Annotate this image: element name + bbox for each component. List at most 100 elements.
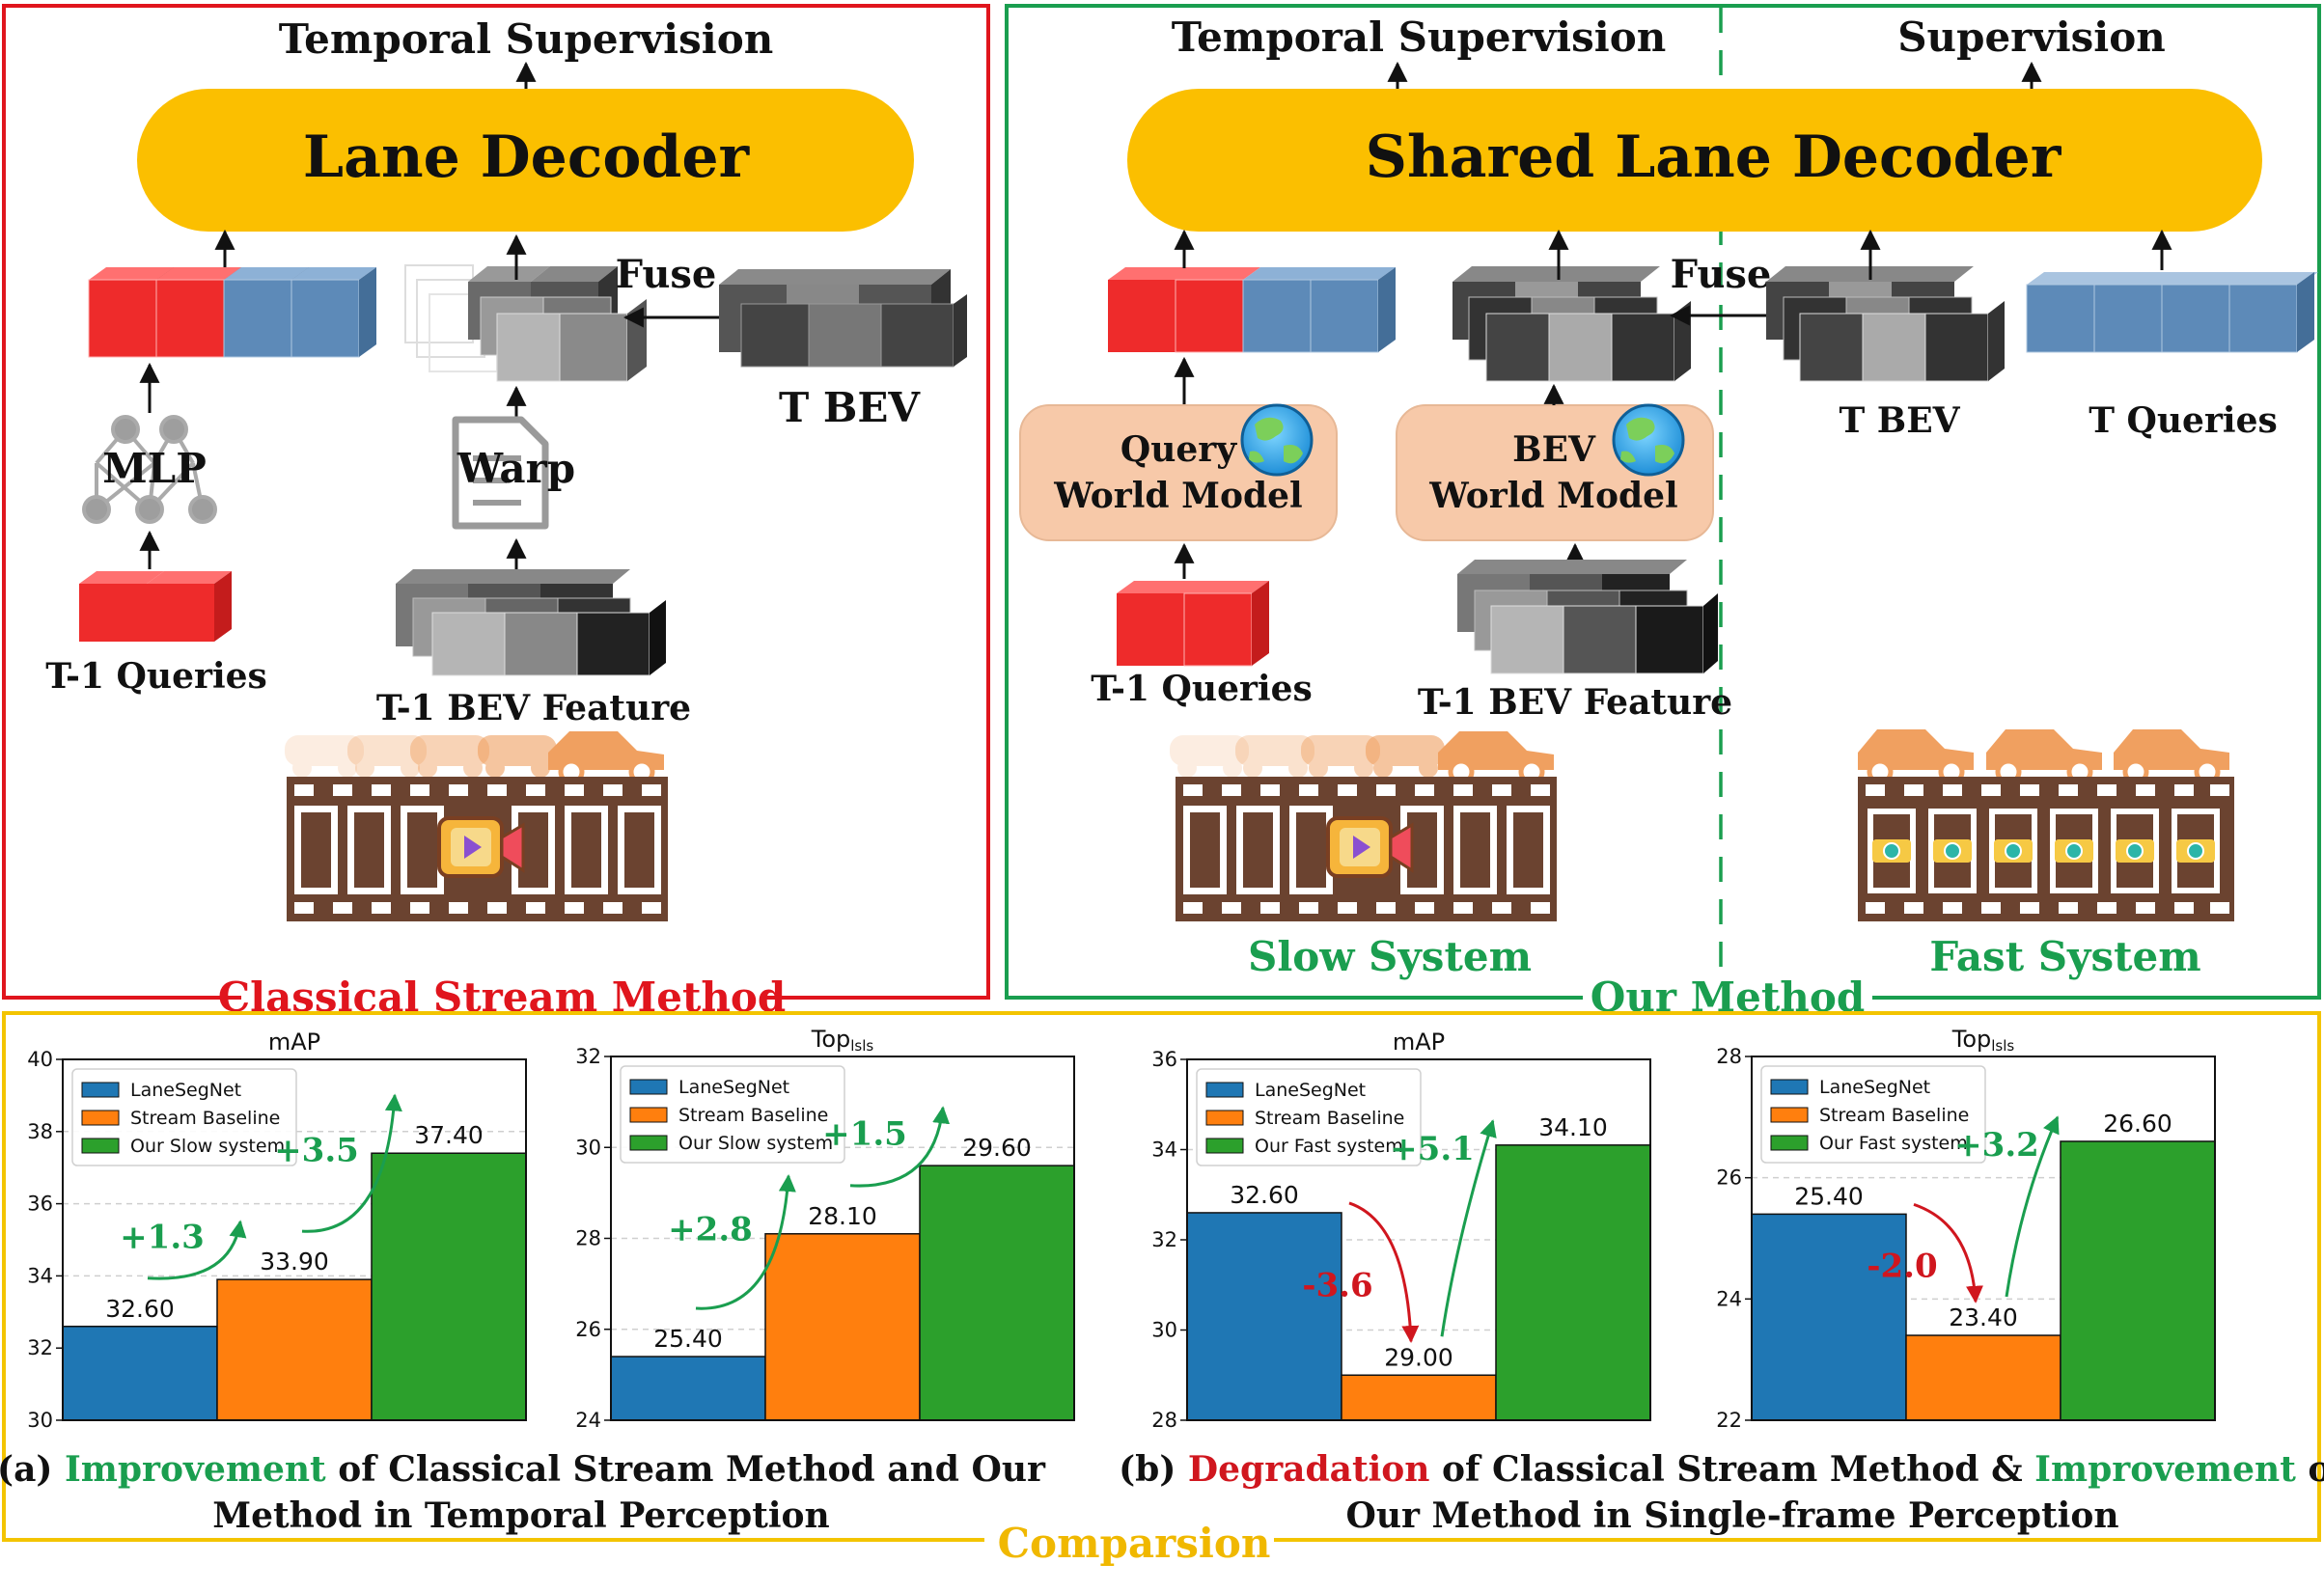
legend-label: LaneSegNet (1255, 1080, 1366, 1101)
y-tick-label: 36 (1151, 1048, 1177, 1071)
bar-value-label: 33.90 (260, 1248, 329, 1276)
camera-frames (1868, 809, 2220, 893)
classical-t-queries (88, 267, 376, 358)
legend-swatch (1770, 1135, 1809, 1151)
chart-2: 283032343632.6029.0034.10mAPLaneSegNetSt… (1151, 1029, 1651, 1432)
globe-icon (1240, 403, 1314, 477)
y-tick-label: 28 (575, 1227, 601, 1250)
delta-arrow (1913, 1202, 1983, 1303)
chart-title-subscript: lsls (1991, 1037, 2014, 1055)
y-tick-label: 30 (575, 1136, 601, 1159)
bar-our-fast-system (2060, 1140, 2216, 1421)
legend-swatch (1205, 1138, 1244, 1154)
classical-t-bev-label: T BEV (779, 384, 921, 431)
delta-arrow (2005, 1115, 2060, 1298)
bar-value-label: 25.40 (653, 1325, 723, 1353)
chart-title-subscript: lsls (850, 1037, 873, 1055)
classical-diagram: Temporal Supervision Lane Decoder (45, 15, 967, 921)
ours-temporal-supervision-label: Temporal Supervision (1172, 14, 1667, 61)
legend-swatch (629, 1135, 668, 1151)
legend-swatch (81, 1082, 120, 1098)
caption-b-end: of (2296, 1449, 2324, 1490)
video-camera-icon (437, 816, 525, 878)
comparison-charts: 30323436384032.6033.9037.40mAPLaneSegNet… (27, 1026, 2216, 1432)
bar-lanesegnet (1186, 1212, 1342, 1421)
legend-swatch (1770, 1079, 1809, 1095)
bar-our-fast-system (1495, 1144, 1651, 1421)
legend-swatch (1205, 1110, 1244, 1126)
legend-label: Stream Baseline (130, 1108, 280, 1129)
delta-arrow (695, 1173, 796, 1310)
delta-arrow (849, 1106, 951, 1188)
legend-swatch (1770, 1107, 1809, 1123)
y-tick-label: 38 (27, 1120, 53, 1143)
bar-lanesegnet (62, 1326, 218, 1421)
legend-box (1196, 1068, 1422, 1166)
plot-frame (610, 1056, 1075, 1421)
query-world-model-line1: Query (1120, 429, 1237, 470)
caption-b-line2: Our Method in Single-frame Perception (1346, 1495, 2119, 1536)
y-tick-label: 26 (575, 1318, 601, 1341)
fast-car-row (1858, 729, 2229, 785)
bev-world-model-line2: World Model (1428, 476, 1677, 516)
comparison-panel: Comparsion (2, 1011, 2321, 1568)
y-tick-label: 28 (1716, 1045, 1742, 1068)
warp-icon (452, 416, 549, 530)
bar-value-label: 26.60 (2103, 1110, 2172, 1138)
plot-frame (1751, 1056, 2216, 1421)
chart-title: Toplsls (1951, 1026, 2015, 1055)
chart-0: 30323436384032.6033.9037.40mAPLaneSegNet… (27, 1029, 527, 1432)
classical-t-bev-cube (719, 269, 967, 368)
legend-label: Stream Baseline (1255, 1108, 1404, 1129)
bar-value-label: 37.40 (414, 1121, 484, 1149)
legend-swatch (629, 1079, 668, 1095)
classical-film-strip (287, 777, 668, 921)
chart-3: 2224262825.4023.4026.60ToplslsLaneSegNet… (1716, 1026, 2216, 1432)
chart-title: mAP (1393, 1029, 1445, 1056)
bar-value-label: 28.10 (808, 1202, 877, 1230)
lane-decoder-label: Lane Decoder (303, 123, 751, 191)
caption-b-highlight2: Improvement (2034, 1449, 2296, 1490)
classical-t1-queries-label: T-1 Queries (45, 656, 267, 697)
bar-stream-baseline (1341, 1374, 1497, 1421)
legend-label: LaneSegNet (130, 1080, 241, 1101)
bar-value-label: 29.00 (1384, 1343, 1453, 1371)
bar-value-label: 25.40 (1794, 1182, 1864, 1210)
y-tick-label: 28 (1151, 1409, 1177, 1432)
fast-system-label: Fast System (1929, 933, 2200, 980)
legend-swatch (629, 1107, 668, 1123)
legend-label: Stream Baseline (1819, 1105, 1969, 1126)
fast-t-queries (2026, 272, 2318, 353)
delta-label: +5.1 (1390, 1130, 1475, 1168)
legend-swatch (81, 1138, 120, 1154)
lane-decoder-box (137, 89, 914, 232)
fast-t-queries-label: T Queries (2089, 400, 2278, 441)
classical-t1-bev-cube (396, 569, 666, 676)
legend-label: Our Fast system (1255, 1136, 1403, 1157)
classical-car-row (285, 731, 664, 785)
caption-a-line2: Method in Temporal Perception (212, 1495, 829, 1536)
video-camera-icon (1326, 816, 1414, 878)
warp-label: Warp (456, 445, 575, 492)
y-tick-label: 34 (27, 1264, 53, 1287)
bar-value-label: 32.60 (105, 1295, 175, 1323)
bar-stream-baseline (764, 1233, 921, 1421)
delta-arrow (301, 1093, 402, 1233)
globe-icon (1612, 403, 1685, 477)
y-tick-label: 30 (1151, 1319, 1177, 1342)
bar-value-label: 34.10 (1538, 1113, 1608, 1141)
bar-lanesegnet (610, 1356, 766, 1421)
ours-supervision-label: Supervision (1897, 14, 2166, 61)
classical-t1-queries (79, 571, 232, 642)
legend-label: LaneSegNet (678, 1077, 789, 1098)
legend-swatch (81, 1110, 120, 1126)
query-world-model-line2: World Model (1053, 476, 1302, 516)
bar-value-label: 29.60 (962, 1134, 1032, 1162)
y-tick-label: 32 (1151, 1228, 1177, 1251)
slow-system-label: Slow System (1248, 933, 1532, 980)
legend-box (1760, 1065, 1986, 1164)
plot-frame (1186, 1058, 1651, 1421)
y-tick-label: 24 (575, 1409, 601, 1432)
classical-fused-bev (404, 264, 647, 382)
